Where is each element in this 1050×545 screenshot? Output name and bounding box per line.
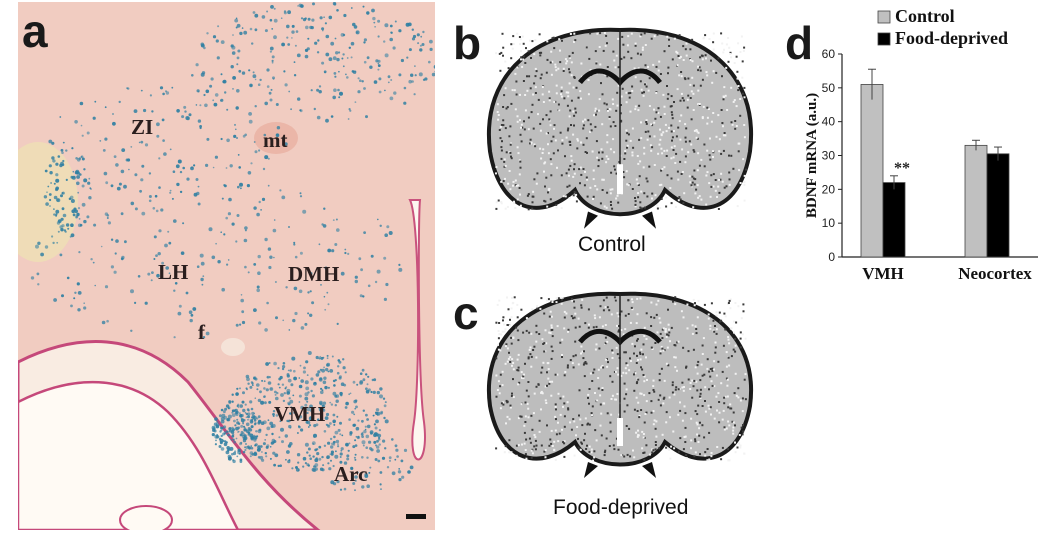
micrograph-panel: ZI mt LH DMH f VMH Arc <box>18 2 435 530</box>
bar-food-deprived-vmh <box>882 182 906 258</box>
panel-letter-b: b <box>453 17 482 69</box>
micrograph-image <box>18 2 435 530</box>
y-tick-label: 10 <box>822 216 836 230</box>
region-label-arc: Arc <box>334 462 368 486</box>
region-label-f: f <box>198 320 205 344</box>
y-tick-label: 60 <box>822 47 836 61</box>
panel-letter-c: c <box>453 287 479 339</box>
arrow-left-icon <box>584 462 598 478</box>
panel-letter-a: a <box>22 5 48 57</box>
scale-bar <box>406 514 426 519</box>
x-tick-label-vmh: VMH <box>862 264 904 283</box>
section-caption-food-deprived: Food-deprived <box>553 496 689 519</box>
y-tick-label: 40 <box>822 115 836 129</box>
section-caption-control: Control <box>578 233 646 256</box>
panel-letter-d: d <box>785 17 814 69</box>
legend-label-control: Control <box>895 6 955 26</box>
section-texture <box>495 32 747 211</box>
legend-label-food-deprived: Food-deprived <box>895 28 1008 48</box>
brain-section-control <box>486 27 754 229</box>
legend-swatch <box>877 10 891 24</box>
third-ventricle <box>408 199 426 461</box>
bar-control-vmh <box>860 84 884 258</box>
region-label-mt: mt <box>263 128 288 152</box>
x-tick-label-neocortex: Neocortex <box>958 264 1032 283</box>
vessel <box>119 505 173 530</box>
third-ventricle-slit <box>617 164 623 195</box>
fornix <box>221 338 245 356</box>
arrow-right-icon <box>642 462 656 478</box>
bar-food-deprived-neocortex <box>986 153 1010 258</box>
arrow-left-icon <box>584 211 598 229</box>
bar-control-neocortex <box>964 144 988 258</box>
section-texture <box>495 296 747 462</box>
brain-edge <box>18 380 240 530</box>
mt-tract <box>254 122 298 154</box>
y-tick-label: 0 <box>828 250 835 264</box>
region-label-dmh: DMH <box>288 262 340 286</box>
brain-section-food-deprived <box>486 291 754 478</box>
significance-label: ** <box>894 160 910 177</box>
region-label-lh: LH <box>158 260 189 284</box>
third-ventricle-slit <box>617 418 623 446</box>
stained-cells <box>30 2 435 492</box>
pale-region <box>18 142 78 262</box>
y-tick-label: 50 <box>822 81 836 95</box>
y-tick-label: 20 <box>822 182 836 196</box>
legend-swatch <box>877 32 891 46</box>
y-tick-label: 30 <box>822 149 836 163</box>
arrow-right-icon <box>642 211 656 229</box>
region-label-zi: ZI <box>131 115 154 139</box>
region-label-vmh: VMH <box>274 402 326 426</box>
y-axis-label: BDNF mRNA (a.u.) <box>804 93 820 218</box>
